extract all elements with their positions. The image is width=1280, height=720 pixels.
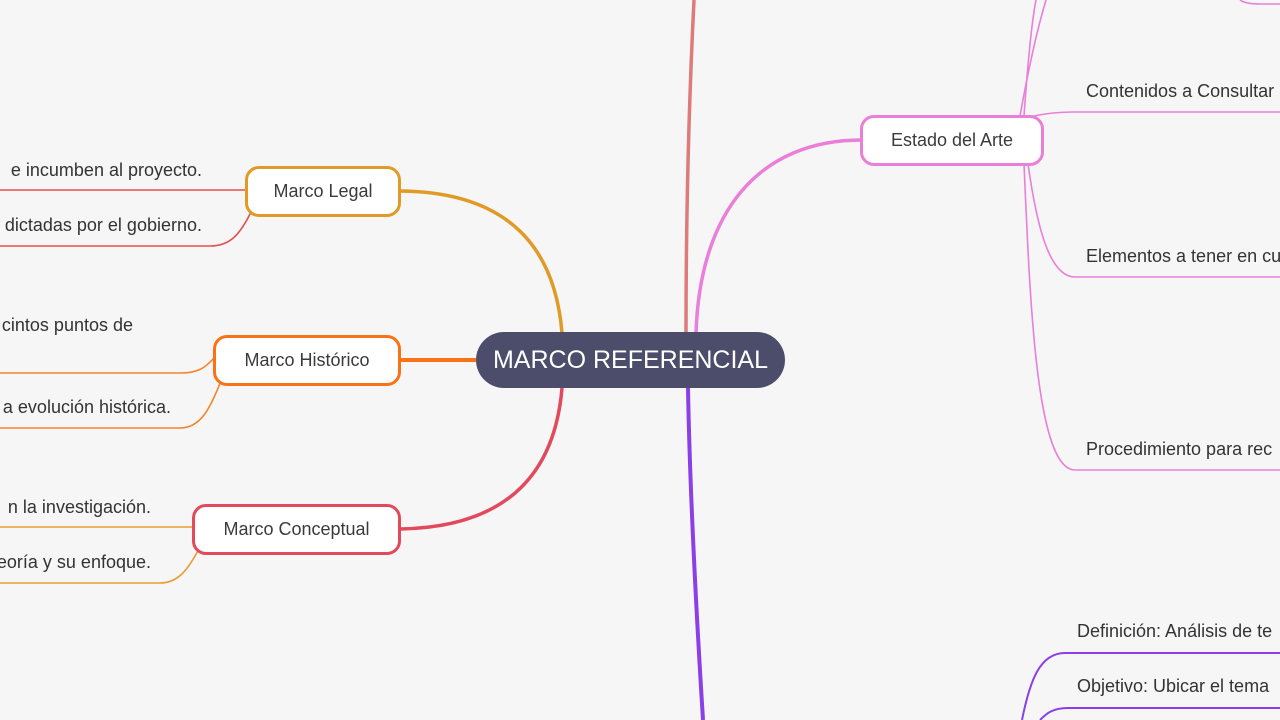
leaf-legal-1[interactable]: e incumben al proyecto. xyxy=(11,159,202,181)
connector-bottom-branch xyxy=(686,387,705,720)
leaf-conceptual-2[interactable]: eoría y su enfoque. xyxy=(0,551,151,573)
leaf-conceptual-2-text: eoría y su enfoque. xyxy=(0,552,151,572)
connector-estado-child-2 xyxy=(1027,163,1280,278)
connector-estado-child-top-3 xyxy=(1239,0,1280,5)
leaf-legal-2[interactable]: dictadas por el gobierno. xyxy=(5,214,202,236)
leaf-bottom-2-text: Objetivo: Ubicar el tema xyxy=(1077,676,1270,696)
leaf-conceptual-1[interactable]: n la investigación. xyxy=(8,496,151,518)
leaf-bottom-2[interactable]: Objetivo: Ubicar el tema xyxy=(1077,675,1269,697)
connector-marco-legal xyxy=(399,189,564,334)
connector-bottom-child-2 xyxy=(1039,707,1280,720)
topic-marco-historico-label: Marco Histórico xyxy=(244,350,370,370)
connector-historico-child-2 xyxy=(0,377,223,429)
leaf-bottom-1-text: Definición: Análisis de te xyxy=(1077,621,1273,641)
connector-estado-child-top-2 xyxy=(1019,0,1047,117)
leaf-estado-1-text: Contenidos a Consultar xyxy=(1086,81,1275,101)
topic-marco-legal-label: Marco Legal xyxy=(273,181,373,201)
connector-estado-child-top-1 xyxy=(1023,0,1037,117)
leaf-historico-1[interactable]: cintos puntos de xyxy=(2,314,133,336)
leaf-historico-2[interactable]: a evolución histórica. xyxy=(3,396,171,418)
topic-estado-del-arte[interactable]: Estado del Arte xyxy=(860,115,1044,166)
topic-marco-conceptual[interactable]: Marco Conceptual xyxy=(192,504,401,555)
leaf-historico-1-text: cintos puntos de xyxy=(1,315,133,335)
connector-estado-del-arte xyxy=(694,138,863,334)
leaf-conceptual-1-text: n la investigación. xyxy=(7,497,151,517)
leaf-bottom-1[interactable]: Definición: Análisis de te xyxy=(1077,620,1272,642)
topic-estado-del-arte-label: Estado del Arte xyxy=(890,130,1014,150)
leaf-legal-1-text: e incumben al proyecto. xyxy=(10,160,202,180)
connector-legal-child-2 xyxy=(0,209,253,247)
connector-estado-child-1 xyxy=(1025,111,1280,119)
leaf-estado-3-text: Procedimiento para rec xyxy=(1086,439,1273,459)
central-topic[interactable]: MARCO REFERENCIAL xyxy=(476,332,785,388)
leaf-estado-1[interactable]: Contenidos a Consultar xyxy=(1086,80,1274,102)
connector-estado-child-3 xyxy=(1023,163,1280,471)
leaf-historico-2-text: a evolución histórica. xyxy=(2,397,171,417)
leaf-legal-2-text: dictadas por el gobierno. xyxy=(4,215,202,235)
connector-top-branch xyxy=(684,0,696,334)
connector-bottom-child-1 xyxy=(1021,652,1280,720)
topic-marco-legal[interactable]: Marco Legal xyxy=(245,166,401,217)
topic-marco-conceptual-label: Marco Conceptual xyxy=(223,519,370,539)
topic-marco-historico[interactable]: Marco Histórico xyxy=(213,335,401,386)
central-topic-label: MARCO REFERENCIAL xyxy=(492,345,769,374)
connector-marco-conceptual xyxy=(399,387,564,531)
leaf-estado-2[interactable]: Elementos a tener en cu xyxy=(1086,245,1280,267)
leaf-estado-2-text: Elementos a tener en cu xyxy=(1086,246,1280,266)
leaf-estado-3[interactable]: Procedimiento para rec xyxy=(1086,438,1272,460)
connector-historico-child-1 xyxy=(0,357,215,374)
connector-conceptual-child-2 xyxy=(0,546,201,584)
